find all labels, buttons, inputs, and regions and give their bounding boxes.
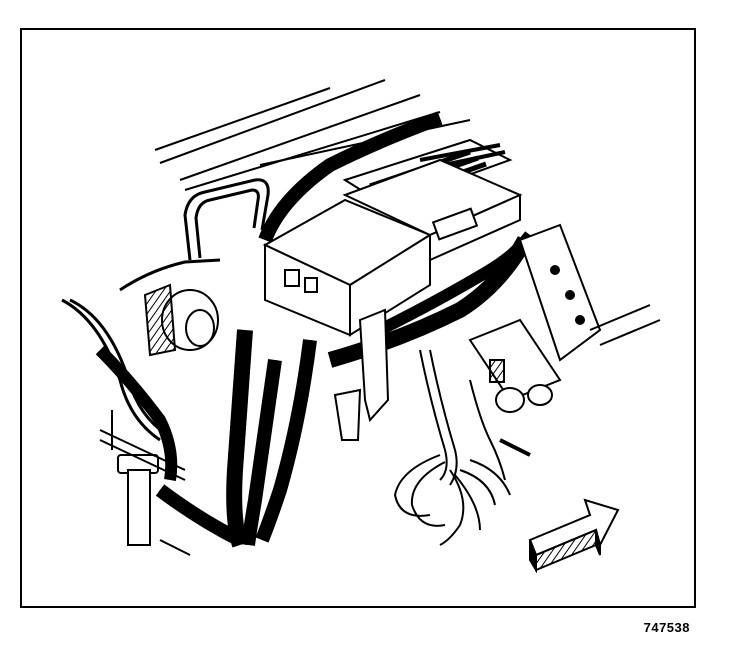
right-connector-cluster bbox=[468, 318, 562, 457]
figure-number: 747538 bbox=[643, 620, 690, 635]
harness-clip bbox=[333, 308, 390, 441]
left-connector bbox=[143, 283, 219, 357]
loose-wire-bundle bbox=[393, 349, 511, 546]
coiled-harness-main bbox=[95, 111, 443, 548]
relay-center-box bbox=[262, 198, 433, 337]
arrow-icon bbox=[528, 498, 620, 574]
control-module bbox=[342, 158, 523, 262]
lower-left-bracket bbox=[99, 410, 191, 556]
mounting-bracket bbox=[518, 223, 661, 362]
bracket-loop bbox=[183, 178, 270, 261]
